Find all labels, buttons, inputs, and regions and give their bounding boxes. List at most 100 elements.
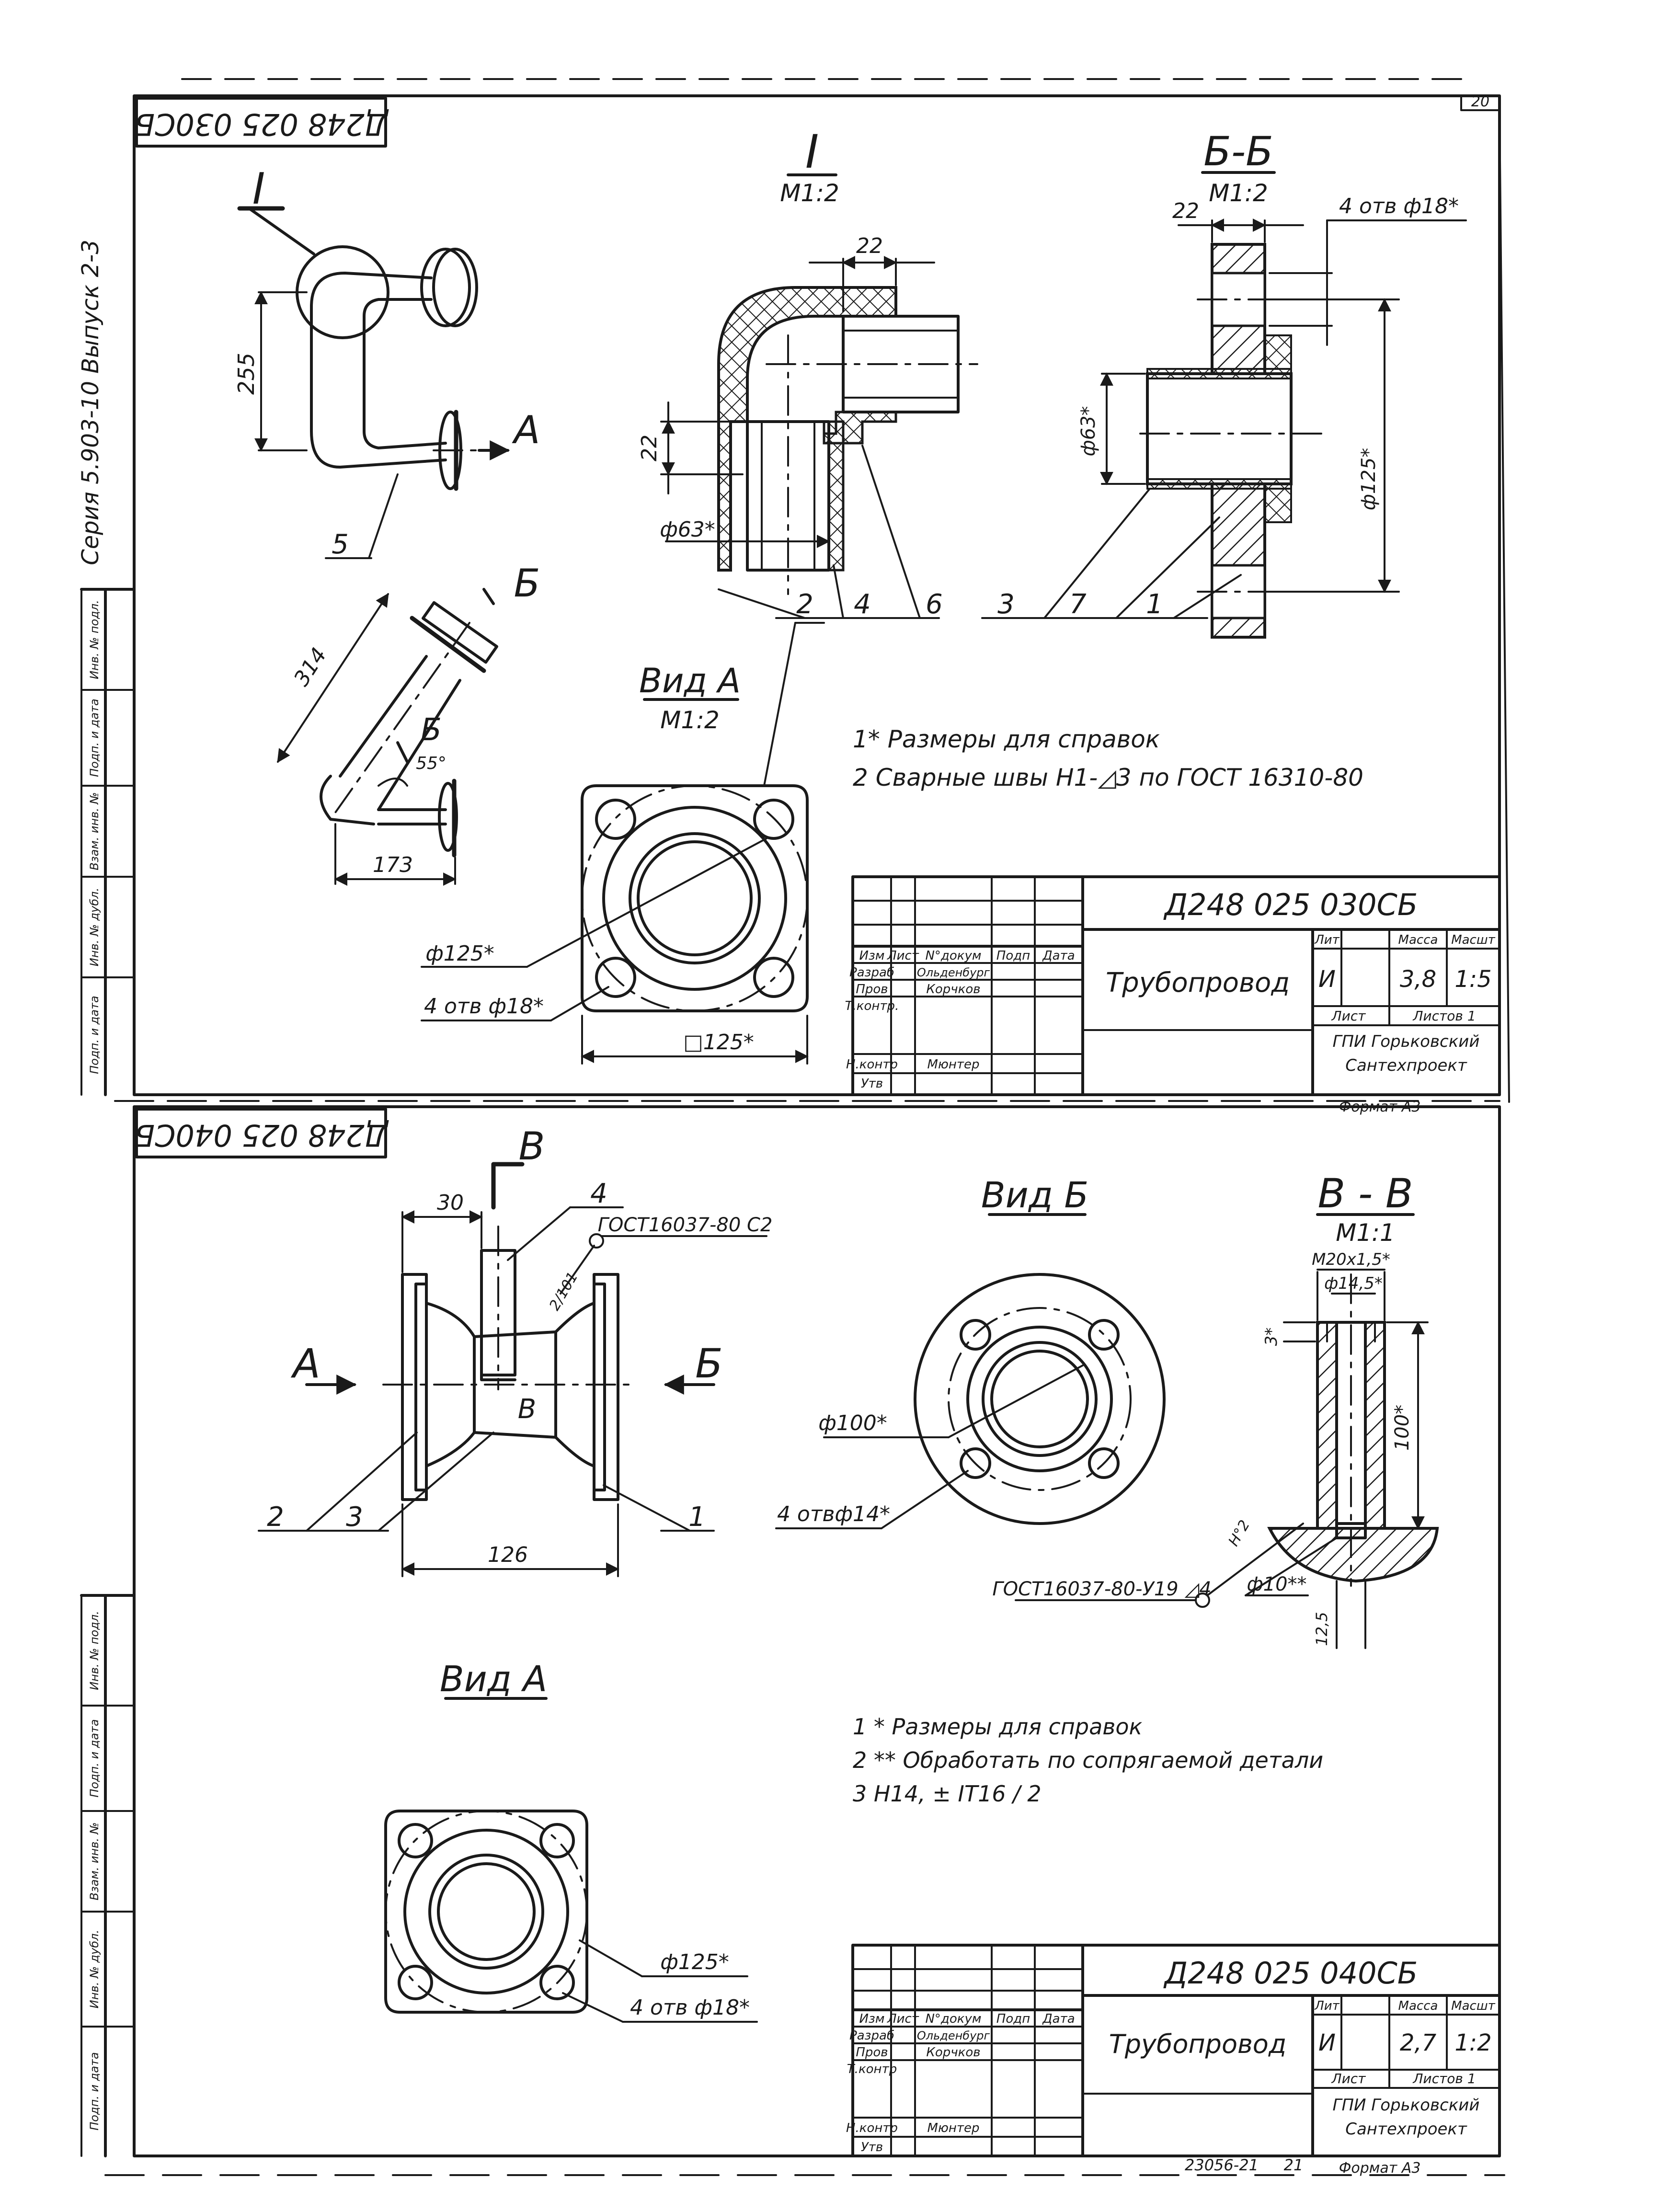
view-b-title: Вид Б <box>981 1175 1088 1216</box>
tb2-masshtab: Масшт <box>1451 1999 1495 2013</box>
tb-razrab-name: Ольденбург <box>917 966 990 979</box>
gost-c2: ГОСТ16037-80 С2 <box>598 1214 773 1236</box>
tb-tkontr: Т.контр. <box>845 999 899 1013</box>
side-stamp-text: Инв. № дубл. <box>88 1930 101 2008</box>
leader-2: 2 <box>796 589 813 620</box>
sheet2-format: Формат А3 <box>1339 2160 1421 2177</box>
sheet2-tb-name: Трубопровод <box>1109 2029 1286 2059</box>
sheet-2: Д248 025 040СБ Инв. № подл. Подп. и дата… <box>80 1105 1505 2177</box>
section-bb-scale: М1:2 <box>1209 179 1268 207</box>
dim-22-left: 22 <box>637 435 662 461</box>
dim-holes18-view: 4 отв ф18* <box>424 994 544 1019</box>
leader-6: 6 <box>926 589 943 620</box>
tb2-head: Подп <box>996 2012 1030 2026</box>
sheet-1: 20 Д248 025 030СБ Серия 5.903-10 Выпуск … <box>77 78 1510 1115</box>
side-stamp-text: Инв. № подл. <box>88 600 101 679</box>
sheet2-frame <box>133 1105 1501 2157</box>
side-stamp-text: Взам. инв. № <box>88 792 101 871</box>
sheet2-code-box <box>135 1108 387 1158</box>
dim-phi63-detail: ф63* <box>660 517 715 542</box>
tb-head: N°докум <box>925 949 981 963</box>
tb2-head: Дата <box>1042 2012 1075 2026</box>
dim-phi10: ф10** <box>1247 1573 1306 1595</box>
dim-255: 255 <box>233 353 259 395</box>
dim-314: 314 <box>289 643 332 690</box>
detail-I: I М1:2 22 <box>637 125 978 620</box>
sheet2-note-1: 1 * Размеры для справок <box>853 1714 1143 1740</box>
tb2-lit: Лит <box>1314 1999 1339 2013</box>
dim-holes18-s2: 4 отв ф18* <box>630 1995 750 2020</box>
view-a-sheet2: Вид А ф125* 4 отв ф18* <box>384 1659 758 2023</box>
dim-sq125: □125* <box>683 1030 754 1054</box>
view-a-scale: М1:2 <box>660 706 720 734</box>
leader-5: 5 <box>332 529 349 560</box>
dim-3: 3* <box>1262 1328 1281 1346</box>
side-stamp-text: Взам. инв. № <box>88 1822 101 1901</box>
pipe-iso-upper: I 255 А 5 <box>233 164 540 560</box>
leader-4-s2: 4 <box>590 1178 607 1209</box>
tb-lit: Лит <box>1314 933 1339 947</box>
leader-4: 4 <box>854 589 871 620</box>
tb2-head: Изм <box>859 2012 885 2026</box>
tb-razrab: Разраб <box>849 965 894 980</box>
arrow-a-s2: А <box>290 1340 320 1387</box>
weld-leg: 2/101 <box>546 1269 582 1313</box>
sheet1-tb-code: Д248 025 030СБ <box>1163 887 1418 922</box>
dim-30: 30 <box>437 1191 464 1215</box>
title-block-sheet1: Д248 025 030СБ Трубопровод Изм Лист N°до… <box>845 875 1501 1096</box>
tb2-massa: Масса <box>1398 1999 1438 2013</box>
tb2-nkontr-name: Мюнтер <box>927 2121 980 2135</box>
dim-holes14: 4 отвф14* <box>777 1502 890 1526</box>
tb2-lit-value: И <box>1318 2029 1336 2056</box>
dim-55deg: 55° <box>416 754 446 773</box>
dim-173: 173 <box>373 853 413 877</box>
tb-head: Дата <box>1042 949 1075 963</box>
sheet2-note-3: 3 Н14, ± IT16 / 2 <box>853 1781 1042 1807</box>
leader-7: 7 <box>1069 589 1087 620</box>
tb-utv: Утв <box>861 1077 883 1091</box>
tb-masshtab-value: 1:5 <box>1454 966 1491 993</box>
leader-1-s2: 1 <box>688 1501 706 1533</box>
sheet2-tb-code: Д248 025 040СБ <box>1163 1956 1418 1991</box>
section-mark-v: В <box>519 1124 545 1169</box>
sheet1-code-box <box>135 97 387 148</box>
tb2-org2: Сантехпроект <box>1345 2120 1467 2139</box>
arrow-label-b: Б <box>514 561 540 606</box>
section-vv: В - В М1:1 М20х1,5* ф14,5* 3* <box>992 1170 1439 1649</box>
tb2-list: Лист <box>1331 2071 1366 2086</box>
fitting-side-view: В 30 4 <box>258 1124 773 1577</box>
detail-I-scale: М1:2 <box>780 179 839 207</box>
tb-head: Подп <box>996 949 1030 963</box>
tb-masshtab: Масшт <box>1451 933 1495 947</box>
title-block-sheet2: Д248 025 040СБ Трубопровод Изм Лист N°до… <box>846 1944 1501 2157</box>
tb2-head: N°докум <box>925 2012 981 2026</box>
tb-massa: Масса <box>1398 933 1438 947</box>
bottom-code: 23056-21 <box>1185 2156 1259 2174</box>
pipe-iso-lower: Б Б 314 55° 173 <box>277 561 540 886</box>
tb-org2: Сантехпроект <box>1345 1056 1467 1075</box>
side-stamp-text: Подп. и дата <box>88 2052 101 2131</box>
dim-phi125-s2: ф125* <box>660 1950 729 1974</box>
sheet1-code-rotated: Д248 025 030СБ <box>135 107 389 142</box>
tb-nkontr: Н.контр <box>846 1057 898 1072</box>
leader-1: 1 <box>1146 589 1163 620</box>
dim-12-5: 12,5 <box>1313 1612 1331 1646</box>
arrow-label-a: А <box>512 408 540 452</box>
dim-thread: М20х1,5* <box>1312 1250 1390 1269</box>
page-number: 20 <box>1471 93 1489 110</box>
weld-h2: Н°2 <box>1225 1517 1253 1549</box>
tb-prov-name: Корчков <box>926 982 980 997</box>
tb2-listov: Листов 1 <box>1412 2071 1476 2086</box>
tb2-org1: ГПИ Горьковский <box>1333 2096 1480 2115</box>
side-stamp-text: Подп. и дата <box>88 996 101 1074</box>
leader-3-s2: 3 <box>346 1501 363 1533</box>
sheet1-note-2: 2 Сварные швы Н1-◿3 по ГОСТ 16310-80 <box>853 764 1363 791</box>
dim-phi100: ф100* <box>818 1411 887 1435</box>
tb2-nkontr: Н.контр <box>846 2121 898 2135</box>
dim-22-section: 22 <box>1172 199 1199 223</box>
label-v-s2: В <box>518 1394 536 1425</box>
series-text: Серия 5.903-10 Выпуск 2-3 <box>77 240 104 565</box>
tb-lit-value: И <box>1318 966 1336 993</box>
tb-prov: Пров <box>856 982 888 997</box>
